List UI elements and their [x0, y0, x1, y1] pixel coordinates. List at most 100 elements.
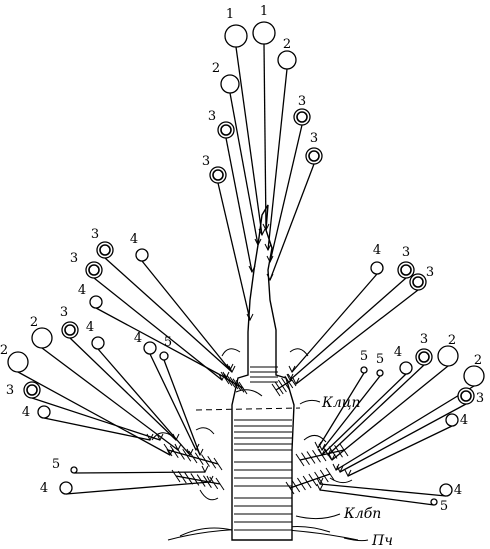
shoot-node-circle — [252, 21, 276, 45]
shoot-node-circle — [360, 366, 368, 374]
branch-line — [43, 417, 151, 441]
branch-line — [141, 260, 231, 371]
shoot-node-circle — [430, 498, 438, 506]
branch-tip — [316, 477, 324, 486]
branch-tip — [328, 453, 336, 462]
branch-line — [97, 348, 191, 456]
base-label: Пч — [371, 533, 393, 549]
shoot-node-circle — [7, 351, 29, 373]
branch-lines — [17, 43, 475, 506]
shoot-class-label: 3 — [202, 154, 210, 169]
shoot-class-label: 3 — [420, 332, 428, 347]
branch-line — [263, 43, 267, 231]
shoot-node-inner-ring — [460, 390, 472, 402]
shoot-node-circle — [37, 405, 51, 419]
branch-line — [319, 483, 447, 497]
branch-line — [335, 385, 475, 471]
fan-axis — [289, 473, 331, 489]
shoot-class-label: 3 — [6, 383, 14, 398]
shoot-class-label: 3 — [208, 109, 216, 124]
branch-tip — [254, 238, 262, 247]
branch-line — [267, 68, 288, 251]
shoot-node-circle — [439, 483, 453, 497]
shoot-node-inner-ring — [212, 169, 224, 181]
shoot-node-circle — [91, 336, 105, 350]
branch-line — [149, 353, 197, 451]
branch-tip — [156, 433, 164, 442]
shoot-node-circle — [220, 74, 240, 94]
shoot-class-label: 3 — [91, 227, 99, 242]
branch-tip — [226, 363, 234, 372]
fan-axis — [224, 377, 244, 389]
branch-tip — [318, 443, 326, 452]
branch-line — [269, 124, 303, 263]
shoot-node-circle — [399, 361, 413, 375]
shoot-class-label: 2 — [474, 353, 482, 368]
trunk-rings — [234, 366, 292, 531]
branch-tip — [314, 441, 322, 450]
branch-line — [41, 347, 179, 451]
branch-tip — [258, 228, 266, 237]
upper-collar-marker — [195, 407, 301, 411]
branch-tip — [266, 255, 274, 264]
fan-axis — [167, 449, 219, 465]
shoot-class-label: 3 — [476, 391, 484, 406]
shoot-class-label: 4 — [134, 331, 142, 346]
shoot-class-label: 5 — [164, 335, 172, 350]
shoot-node-inner-ring — [64, 324, 76, 336]
branch-tip — [201, 465, 209, 474]
branch-line — [269, 163, 315, 281]
leaf-curl — [195, 427, 215, 435]
branch-line — [317, 372, 365, 449]
shoot-class-label: 4 — [130, 232, 138, 247]
shoot-class-label: 3 — [298, 94, 306, 109]
shoot-class-label: 4 — [460, 413, 468, 428]
branch-tip — [332, 463, 340, 472]
branch-tip — [288, 365, 296, 374]
shoot-node-circle — [224, 24, 248, 48]
shoot-class-label: 4 — [373, 243, 381, 258]
branch-tip — [228, 365, 236, 374]
shoot-class-label: 5 — [440, 499, 448, 514]
shoot-node-circle — [463, 365, 485, 387]
branch-tip — [262, 223, 270, 232]
branch-line — [69, 337, 177, 441]
shoot-class-label: 2 — [448, 333, 456, 348]
branch-line — [229, 92, 259, 246]
fan-axis — [275, 379, 293, 391]
shoot-node-inner-ring — [418, 351, 430, 363]
branch-fans — [151, 348, 353, 501]
shoot-class-label: 4 — [454, 483, 462, 498]
shoot-class-label: 5 — [376, 352, 384, 367]
shoot-node-circle — [70, 466, 78, 474]
shoot-class-label: 5 — [52, 457, 60, 472]
branch-line — [327, 364, 425, 456]
branch-line — [339, 403, 467, 473]
leaf-curl — [199, 489, 219, 501]
branch-tip — [292, 377, 300, 386]
leaf-curl — [151, 432, 173, 441]
branch-line — [163, 359, 201, 456]
shoot-class-label: 1 — [226, 7, 234, 22]
branch-line — [291, 273, 378, 373]
shoot-class-label: 4 — [40, 481, 48, 496]
shoot-class-label: 5 — [360, 349, 368, 364]
shoot-node-circle — [59, 481, 73, 495]
lower-collar-label: Клбп — [343, 506, 381, 522]
leaf-curl — [289, 348, 309, 357]
branch-tip — [286, 373, 294, 382]
branch-line — [331, 365, 449, 461]
shoot-node-circle — [437, 345, 459, 367]
branch-line — [31, 397, 161, 441]
shoot-class-label: 1 — [260, 4, 268, 19]
shoot-class-label: 3 — [402, 245, 410, 260]
shoot-class-label: 2 — [283, 37, 291, 52]
fan-axis — [299, 449, 345, 461]
branch-tip — [316, 483, 324, 492]
branch-line — [321, 375, 381, 451]
base-leader — [343, 537, 369, 542]
branch-line — [217, 182, 251, 321]
base-leaf-left — [179, 527, 233, 537]
shoot-node-inner-ring — [88, 264, 100, 276]
